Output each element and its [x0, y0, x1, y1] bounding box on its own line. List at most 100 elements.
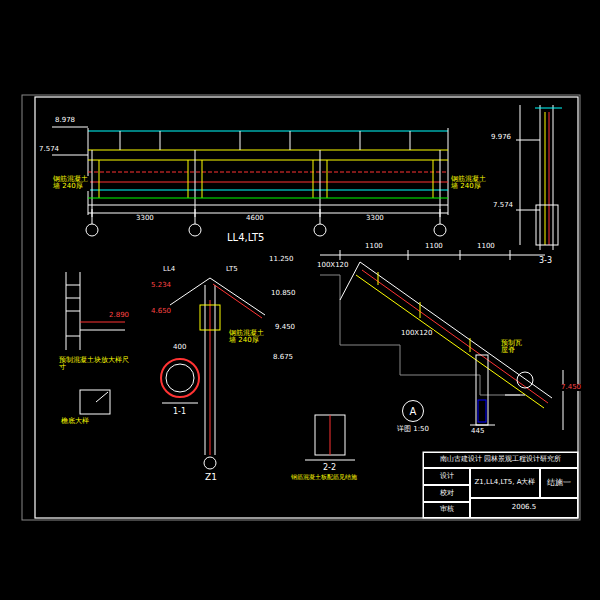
member-size: 100X120 [400, 330, 434, 337]
elevation-ll4-lt5-stroke [92, 209, 93, 217]
elevation-mark: 4.650 [150, 308, 172, 315]
cell-text: 南山古建设计 园林景观工程设计研究所 [440, 456, 561, 464]
left-detail [66, 272, 125, 414]
detail-a-stroke [320, 275, 520, 395]
column-z1-stroke [204, 457, 216, 469]
section-caption: 1-1 [172, 408, 187, 416]
detail-caption: 详图 1:50 [396, 426, 438, 433]
elevation-ll4-lt5 [52, 127, 448, 236]
left-detail-stroke [66, 336, 80, 337]
title-block-cell: 审核 [423, 502, 470, 518]
member-tag: LT5 [225, 266, 239, 273]
detail-a-stroke [360, 262, 552, 398]
elevation-ll4-lt5-stroke [290, 131, 291, 150]
wall-note: 钢筋混凝土墙 240厚 [52, 176, 90, 191]
elevation-ll4-lt5-stroke [320, 209, 321, 217]
column-z1-stroke [210, 300, 211, 455]
elevation-ll4-lt5-stroke [120, 131, 121, 150]
detail-2-2-stroke [330, 415, 331, 455]
section-3-3-stroke [545, 112, 546, 245]
column-z1-stroke [215, 285, 216, 455]
elevation-mark: 7.574 [38, 146, 60, 153]
left-detail-stroke [80, 330, 125, 331]
detail-a-stroke [378, 272, 379, 285]
detail-a-stroke [505, 395, 525, 396]
elevation-ll4-lt5-stroke [86, 224, 98, 236]
elevation-ll4-lt5-stroke [202, 160, 203, 198]
detail-a-stroke [408, 250, 409, 260]
section-3-3-stroke [520, 105, 521, 245]
elevation-ll4-lt5-stroke [99, 160, 100, 198]
elevation-mark: 10.850 [270, 290, 297, 297]
section-3-3-stroke [549, 112, 550, 245]
title-block-frame [423, 452, 578, 518]
elevation-ll4-lt5-stroke [440, 209, 441, 217]
section-3-3-stroke [536, 205, 558, 245]
dimension: 400 [172, 344, 187, 351]
detail-marker-circle: A [402, 400, 424, 422]
cell-text: 设计 [440, 473, 454, 481]
elevation-mark: 5.234 [150, 282, 172, 289]
elevation-ll4-lt5-stroke [88, 172, 448, 173]
cell-text: A [410, 406, 417, 417]
title-block-cell: 2006.5 [470, 498, 578, 518]
section-3-3 [516, 105, 562, 250]
elevation-mark: 8.675 [272, 354, 294, 361]
detail-a-stroke [320, 255, 545, 256]
detail-caption: 檐底大样 [60, 418, 90, 425]
section-3-3-stroke [516, 140, 540, 141]
dimension: 1100 [424, 243, 444, 250]
title-block-cell: 南山古建设计 园林景观工程设计研究所 [423, 452, 578, 468]
section-3-3-stroke [516, 210, 540, 211]
wall-note: 钢筋混凝土墙 240厚 [450, 176, 488, 191]
column-z1-stroke [170, 278, 210, 305]
sheet-frame-stroke [22, 95, 580, 520]
elevation-ll4-lt5-stroke [52, 127, 88, 128]
title-block-frame-stroke [423, 452, 578, 518]
elevation-ll4-lt5-stroke [52, 155, 88, 156]
sheet-frame-stroke [35, 97, 578, 518]
elevation-ll4-lt5-stroke [195, 209, 196, 217]
view-caption: LL4,LT5 [226, 233, 265, 244]
column-z1-stroke [166, 364, 194, 392]
section-caption: 2-2 [322, 464, 337, 472]
elevation-ll4-lt5-stroke [320, 150, 321, 224]
dimension: 3300 [365, 215, 385, 222]
dimension: 4600 [245, 215, 265, 222]
dimension: 3300 [135, 215, 155, 222]
elevation-mark: 9.450 [274, 324, 296, 331]
detail-2-2-stroke [305, 460, 355, 461]
wall-note: 钢筋混凝土墙 240厚 [228, 330, 266, 345]
elevation-ll4-lt5-stroke [410, 131, 411, 150]
elevation-ll4-lt5-stroke [88, 198, 448, 199]
elevation-ll4-lt5-stroke [88, 150, 448, 151]
elevation-ll4-lt5-stroke [88, 190, 448, 191]
member-tag: LL4 [162, 266, 176, 273]
elevation-ll4-lt5-stroke [92, 150, 93, 224]
elevation-ll4-lt5-stroke [88, 131, 448, 132]
member-size: 100X120 [316, 262, 350, 269]
left-detail-stroke [80, 390, 110, 414]
detail-a-stroke [356, 275, 544, 408]
elevation-ll4-lt5-stroke [327, 160, 328, 198]
dimension: 445 [470, 428, 485, 435]
detail-a-stroke [510, 250, 511, 260]
title-block-cell: 设计 [423, 468, 470, 485]
section-3-3-stroke [535, 108, 562, 109]
elevation-ll4-lt5-stroke [88, 160, 448, 161]
column-z1-stroke [210, 278, 265, 315]
sheet-frame [22, 95, 580, 520]
left-detail-stroke [66, 311, 80, 312]
elevation-mark: 11.250 [268, 256, 295, 263]
elevation-ll4-lt5-stroke [240, 131, 241, 150]
detail-a-stroke [563, 370, 564, 430]
cell-text: 审核 [440, 506, 454, 514]
left-detail-stroke [66, 285, 80, 286]
detail-2-2 [305, 415, 355, 460]
detail-a-stroke [476, 355, 488, 425]
elevation-mark: 7.450 [560, 384, 582, 391]
elevation-ll4-lt5-stroke [189, 224, 201, 236]
detail-a-stroke [478, 400, 486, 422]
note: 钢筋混凝土板配筋见结施 [290, 474, 392, 480]
